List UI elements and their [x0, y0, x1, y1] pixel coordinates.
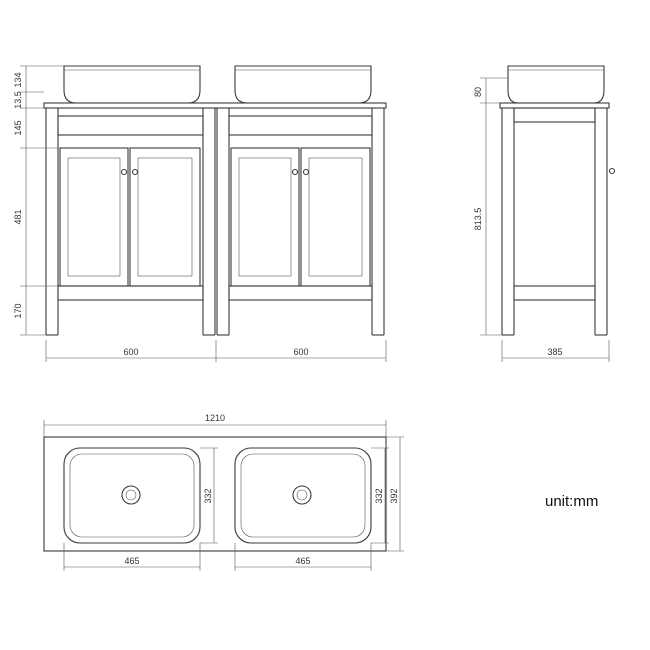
dim-countertop-height: 13.5	[13, 91, 23, 109]
dim-left-width: 600	[123, 347, 138, 357]
knob-icon	[302, 168, 310, 176]
front-doors-left	[59, 147, 201, 287]
dim-side-top-height: 80	[473, 87, 483, 97]
top-depth-dimension: 392	[386, 436, 404, 552]
front-cabinet-frame	[45, 108, 385, 336]
dim-total-width: 1210	[205, 413, 225, 423]
knob-icon	[120, 168, 128, 176]
top-basin-right	[234, 447, 372, 544]
top-view: 1210 465 465 332 332 392	[43, 413, 404, 571]
knob-icon	[291, 168, 299, 176]
front-view: 134 13.5 145 481 170 600 600	[13, 65, 387, 362]
top-basin-depth-dimensions: 332 332	[200, 447, 389, 544]
dim-top-depth: 392	[389, 488, 399, 503]
side-height-dimensions: 80 813.5	[473, 77, 508, 336]
top-total-width-dimension: 1210	[43, 413, 387, 437]
dim-right-width: 600	[293, 347, 308, 357]
dim-basin-depth-left: 332	[203, 488, 213, 503]
dim-basin-depth-right: 332	[374, 488, 384, 503]
top-basin-width-dimensions: 465 465	[63, 543, 372, 571]
side-countertop	[499, 102, 610, 109]
unit-label: unit:mm	[545, 493, 598, 510]
knob-icon	[131, 168, 139, 176]
front-basin-right	[234, 65, 372, 104]
dim-side-depth: 385	[547, 347, 562, 357]
dim-basin-height: 134	[13, 72, 23, 87]
drain-icon	[292, 485, 312, 505]
front-height-dimensions: 134 13.5 145 481 170	[13, 65, 64, 336]
side-depth-dimension: 385	[501, 340, 610, 362]
side-frame	[501, 107, 616, 336]
front-countertop	[43, 102, 387, 109]
front-basin-left	[63, 65, 201, 104]
front-doors-right	[230, 147, 371, 287]
dim-basin-width-left: 465	[124, 556, 139, 566]
top-basin-left	[63, 447, 201, 544]
dim-leg-height: 170	[13, 303, 23, 318]
knob-icon	[608, 167, 616, 175]
front-width-dimensions: 600 600	[45, 340, 387, 362]
drain-icon	[121, 485, 141, 505]
dim-basin-width-right: 465	[295, 556, 310, 566]
dim-door-height: 481	[13, 209, 23, 224]
dim-side-body-height: 813.5	[473, 208, 483, 231]
dim-apron-height: 145	[13, 120, 23, 135]
side-basin	[507, 65, 605, 104]
top-countertop	[43, 436, 387, 552]
side-view: 80 813.5 385	[473, 65, 616, 362]
